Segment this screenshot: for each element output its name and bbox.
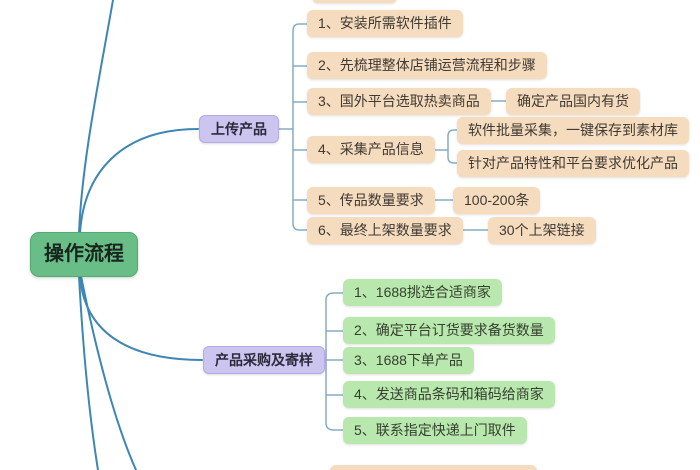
topic-confirm-stock-quantity[interactable]: 2、确定平台订货要求备货数量 <box>343 317 555 344</box>
clipped-node-top <box>312 0 397 3</box>
topic-100-200-items[interactable]: 100-200条 <box>453 187 541 214</box>
topic-collect-product-info[interactable]: 4、采集产品信息 <box>307 136 435 163</box>
clipped-node-bottom <box>330 465 537 470</box>
topic-upload-quantity[interactable]: 5、传品数量要求 <box>307 187 435 214</box>
topic-30-listing-links[interactable]: 30个上架链接 <box>488 217 596 244</box>
branch-node-upload-product[interactable]: 上传产品 <box>199 115 279 143</box>
root-node[interactable]: 操作流程 <box>30 232 138 277</box>
topic-final-listing-quantity[interactable]: 6、最终上架数量要求 <box>307 217 463 244</box>
root-branch-curves <box>78 0 203 470</box>
topic-1688-pick-merchants[interactable]: 1、1688挑选合适商家 <box>343 279 502 306</box>
topic-1688-order-products[interactable]: 3、1688下单产品 <box>343 347 474 374</box>
topic-contact-courier-pickup[interactable]: 5、联系指定快递上门取件 <box>343 417 527 444</box>
topic-install-plugins[interactable]: 1、安装所需软件插件 <box>307 10 463 37</box>
topic-optimize-products[interactable]: 针对产品特性和平台要求优化产品 <box>457 150 689 177</box>
topic-sort-store-process[interactable]: 2、先梳理整体店铺运营流程和步骤 <box>307 52 547 79</box>
branch-node-purchase-sampling[interactable]: 产品采购及寄样 <box>203 346 325 374</box>
topic-batch-collect-save[interactable]: 软件批量采集，一键保存到素材库 <box>457 117 689 144</box>
topic-select-hot-products[interactable]: 3、国外平台选取热卖商品 <box>307 88 491 115</box>
topic-confirm-domestic-stock[interactable]: 确定产品国内有货 <box>506 88 640 115</box>
topic-send-barcodes[interactable]: 4、发送商品条码和箱码给商家 <box>343 381 555 408</box>
